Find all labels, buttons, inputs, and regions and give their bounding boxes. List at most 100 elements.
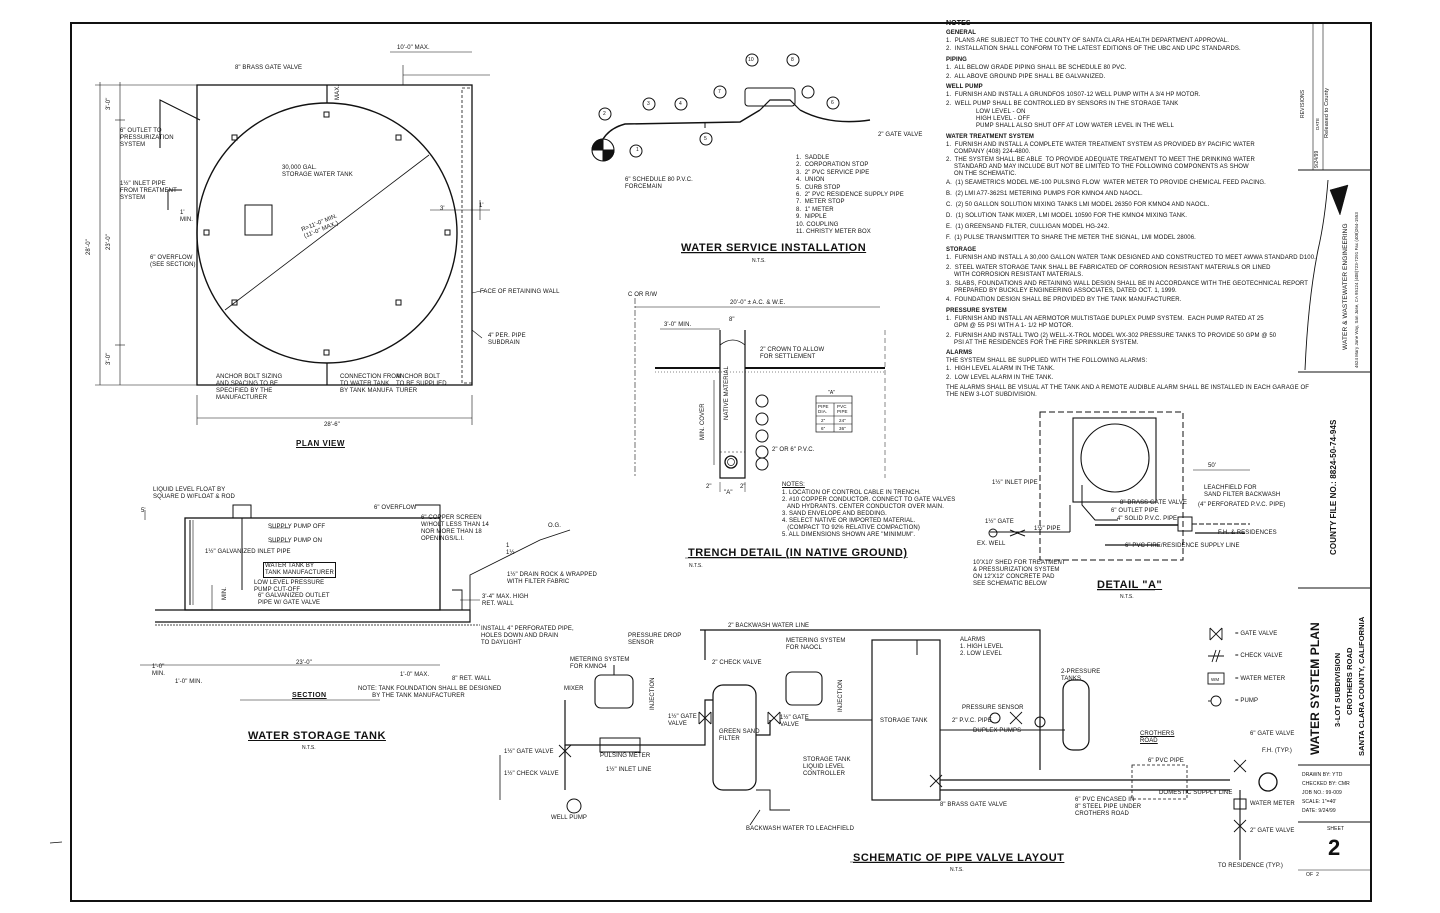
service-callout-1: 1 <box>636 147 639 153</box>
storage-pump-on: SUPPLY PUMP ON <box>268 538 323 544</box>
plan-view-title: PLAN VIEW <box>296 439 345 448</box>
trench-title: TRENCH DETAIL (IN NATIVE GROUND) <box>688 547 908 559</box>
storage-min: MIN. <box>222 586 228 600</box>
schematic-gate-8: 8" BRASS GATE VALVE <box>940 802 1008 808</box>
storage-foundation-note: NOTE: TANK FOUNDATION SHALL BE DESIGNED … <box>358 686 502 699</box>
schematic-duplex-pumps: DUPLEX PUMPS <box>973 728 1022 734</box>
storage-dim-max: 1'-0" MAX. <box>400 672 430 678</box>
plan-inlet-label: 1½" INLET PIPE FROM TREATMENT SYSTEM <box>120 181 177 201</box>
note-te: E. (1) GREENSAND FILTER, CULLIGAN MODEL … <box>946 224 1110 230</box>
project-title: WATER SYSTEM PLAN <box>1308 622 1322 755</box>
note-a3b: THE NEW 3-LOT SUBDIVISION. <box>946 392 1037 398</box>
note-t2a: 2. THE SYSTEM SHALL BE ABLE TO PROVIDE A… <box>946 157 1255 163</box>
detail-a-inlet: 1½" INLET PIPE <box>992 480 1038 486</box>
service-callout-7: 7 <box>718 89 721 95</box>
note-s2a: 2. STEEL WATER STORAGE TANK SHALL BE FAB… <box>946 265 1271 271</box>
plan-dim-top: 10'-0" MAX. <box>397 45 430 51</box>
firm-address: 4624 Mary Jane Way, San Jose, CA 95124 (… <box>1354 212 1359 368</box>
note-w2c: PUMP SHALL ALSO SHUT OFF AT LOW WATER LE… <box>976 123 1174 129</box>
storage-dim-23: 23'-0" <box>296 660 312 666</box>
project-road: CROTHERS ROAD <box>1345 647 1354 715</box>
sheet-heading: SHEET <box>1327 826 1345 832</box>
detail-a-supply-line: 6" PVC FIRE/RESIDENCE SUPPLY LINE <box>1125 543 1240 549</box>
trench-notes-heading: NOTES: <box>782 482 805 488</box>
service-callout-10: 10 <box>748 57 754 63</box>
revision-date-heading: DATE <box>1315 117 1320 130</box>
storage-og: O.G. <box>548 523 562 529</box>
revisions-heading: REVISIONS <box>1300 89 1306 118</box>
plan-anchor2-label: ANCHOR BOLT TO BE SUPPLIED TURER <box>396 374 447 394</box>
storage-pump-off: SUPPLY PUMP OFF <box>268 524 326 530</box>
storage-overflow: 6" OVERFLOW <box>374 505 417 511</box>
notes-general: GENERAL <box>946 30 977 36</box>
plan-overflow-label: 6" OVERFLOW (SEE SECTION) <box>150 255 196 268</box>
service-callout-3: 3 <box>647 101 650 107</box>
trench-dim-a: "A" <box>724 490 733 496</box>
note-s4: 4. FOUNDATION DESIGN SHALL BE PROVIDED B… <box>946 297 1182 303</box>
title-block-lines <box>1298 22 1372 871</box>
legend-check-valve: = CHECK VALVE <box>1235 653 1283 659</box>
detail-a-pipe15: 1½" PIPE <box>1034 526 1061 532</box>
trench-table-c2: PVC PIPE <box>837 404 848 414</box>
storage-ret-wall: 3'-4" MAX. HIGH RET. WALL <box>482 594 529 607</box>
note-w2a: LOW LEVEL - ON <box>976 109 1026 115</box>
plan-dim-3a: 3'-0" <box>106 97 112 110</box>
trench-dim-2a: 2" <box>706 484 712 490</box>
note-s3b: PREPARED BY BUCKLEY ENGINEERING ASSOCIAT… <box>954 288 1177 294</box>
detail-a-solid: 4" SOLID P.V.C. PIPE <box>1117 516 1178 522</box>
service-parts-list: 1. SADDLE 2. CORPORATION STOP 3. 2" PVC … <box>796 155 904 236</box>
note-tc: C. (2) 50 GALLON SOLUTION MIXING TANKS L… <box>946 202 1210 208</box>
schematic-encased: 6" PVC ENCASED IN 8" STEEL PIPE UNDER CR… <box>1075 797 1142 817</box>
plan-dim-3b: 3'-0" <box>106 352 112 365</box>
detail-a-gate: 8" BRASS GATE VALVE <box>1120 500 1188 506</box>
detail-a-gate15: 1½" GATE <box>985 519 1014 525</box>
schematic-check-15: 1½" CHECK VALVE <box>504 771 559 777</box>
plan-dim-left: 28'-0" <box>86 239 92 255</box>
detail-a-leachfield: LEACHFIELD FOR SAND FILTER BACKWASH <box>1204 485 1281 498</box>
service-title: WATER SERVICE INSTALLATION <box>681 242 867 254</box>
trench-table-r1b: 24" <box>839 418 846 423</box>
county-file-number: COUNTY FILE NO.: 8824-50-74-94S <box>1329 419 1338 555</box>
detail-a-fh: F.H. & RESIDENCES <box>1218 530 1277 536</box>
plan-min1: 1' MIN. <box>180 210 194 223</box>
storage-dim-1a: 1'-0" MIN. <box>152 664 166 677</box>
schematic-backwash-line: 2" BACKWASH WATER LINE <box>728 623 810 629</box>
schematic-fh: F.H. (TYP.) <box>1262 748 1292 754</box>
schematic-gate-15a: 1½" GATE VALVE <box>668 714 697 727</box>
note-s1: 1. FURNISH AND INSTALL A 30,000 GALLON W… <box>946 255 1316 261</box>
storage-8in-wall: 8" RET. WALL <box>452 676 492 682</box>
note-g2: 2. INSTALLATION SHALL CONFORM TO THE LAT… <box>946 46 1241 52</box>
schematic-pd-sensor: PRESSURE DROP SENSOR <box>628 633 682 646</box>
plan-connection-label: CONNECTION FROM TO WATER TANK BY TANK MA… <box>340 374 402 394</box>
schematic-nts: N.T.S. <box>950 867 964 873</box>
notes-piping: PIPING <box>946 57 967 63</box>
schematic-pvc-6: 6" PVC PIPE <box>1148 758 1184 764</box>
notes-well-pump: WELL PUMP <box>946 84 983 90</box>
note-td: D. (1) SOLUTION TANK MIXER, LMI MODEL 10… <box>946 213 1188 219</box>
drawing-date: DATE: 9/24/99 <box>1302 808 1336 814</box>
detail-a-dim-50: 50' <box>1208 463 1217 469</box>
service-callout-6: 6 <box>831 100 834 106</box>
plan-outlet-label: 6" OUTLET TO PRESSURIZATION SYSTEM <box>120 128 174 148</box>
project-subdivision: 3-LOT SUBDIVISION <box>1333 652 1342 727</box>
notes-storage: STORAGE <box>946 247 977 253</box>
storage-dim-5: 5' <box>141 508 146 514</box>
storage-screen: 6" COPPER SCREEN W/HOLT LESS THAN 14 NOR… <box>421 515 489 542</box>
schematic-mixer: MIXER <box>564 686 584 692</box>
job-number: JOB NO.: 99-009 <box>1302 790 1342 796</box>
trench-notes: 1. LOCATION OF CONTROL CABLE IN TRENCH. … <box>782 490 956 538</box>
note-p1: 1. ALL BELOW GRADE PIPING SHALL BE SCHED… <box>946 65 1127 71</box>
plan-3ft: 3' <box>440 206 445 212</box>
schematic-metering-k: METERING SYSTEM FOR KMnO4 <box>570 657 630 670</box>
schematic-gate-6: 6" GATE VALVE <box>1250 731 1295 737</box>
schematic-liquid-controller: STORAGE TANK LIQUID LEVEL CONTROLLER <box>803 757 851 777</box>
storage-perf-pipe: INSTALL 4" PERFORATED PIPE, HOLES DOWN A… <box>481 626 574 646</box>
schematic-inlet-line: 1½" INLET LINE <box>606 767 652 773</box>
storage-title: WATER STORAGE TANK <box>248 730 386 742</box>
trench-cover: MIN. COVER <box>700 403 706 440</box>
detail-a-linework <box>988 411 1250 591</box>
drawn-by: DRAWN BY: YTD <box>1302 772 1343 778</box>
sheet-number: 2 <box>1328 835 1341 860</box>
schematic-pulsing-meter: PULSING METER <box>600 753 651 759</box>
